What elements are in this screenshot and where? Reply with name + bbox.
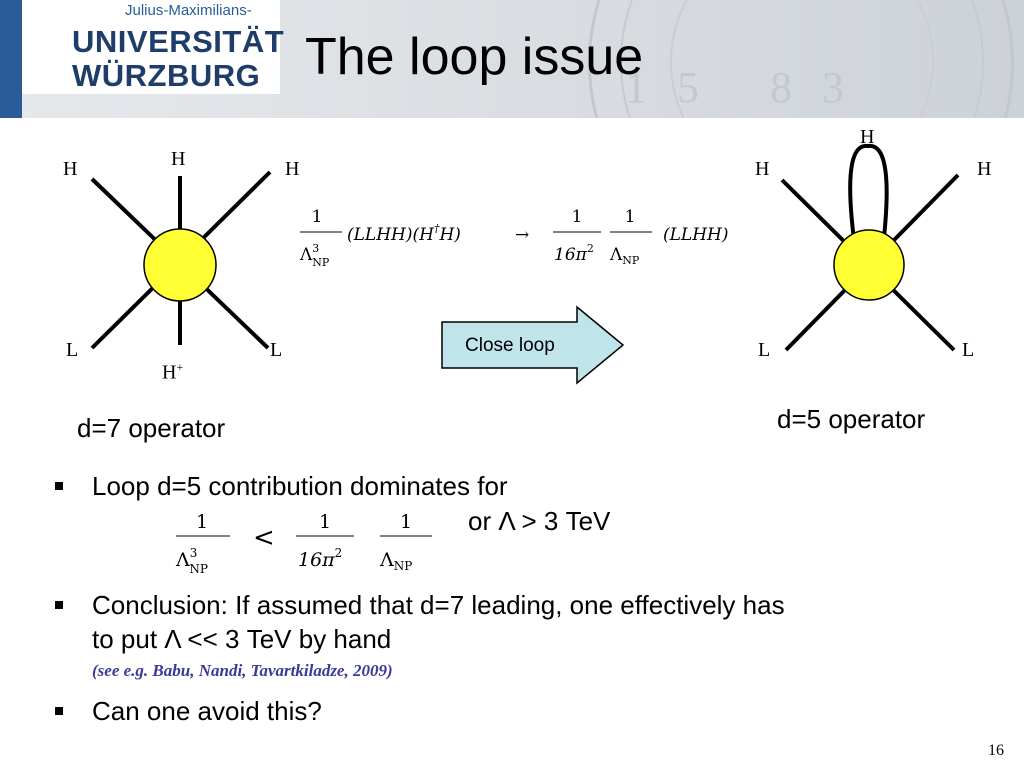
right-operator-label: d=5 operator [777, 404, 926, 434]
close-loop-label: Close loop [465, 335, 555, 356]
right-label-loop-top: H [860, 126, 875, 148]
ineq-num-3: 1 [400, 511, 412, 533]
bullet-3-text: Can one avoid this? [92, 696, 322, 726]
left-vertex-blob [143, 228, 217, 302]
formula-num-3: 1 [625, 207, 636, 227]
formula-llhh-hh: (LLHH)(H†H) [347, 222, 461, 245]
logo-side-bar [0, 0, 22, 118]
bullet-square-icon [55, 482, 63, 490]
bullet-2-line-1: Conclusion: If assumed that d=7 leading,… [92, 590, 785, 620]
left-operator-label: d=7 operator [77, 413, 226, 443]
ineq-num-1: 1 [196, 511, 208, 533]
reference-citation: (see e.g. Babu, Nandi, Tavartkiladze, 20… [92, 661, 393, 680]
formula-llhh-2: (LLHH) [663, 225, 729, 245]
left-label-top: H [171, 148, 186, 170]
formula-den-3: ΛNP [609, 245, 640, 267]
logo-subtitle: Julius-Maximilians- [125, 2, 252, 19]
bullet-2-line-2: to put Λ << 3 TeV by hand [92, 624, 392, 654]
formula-num-2: 1 [572, 207, 583, 227]
left-label-top-right: H [285, 158, 300, 180]
ineq-less-than: < [253, 523, 275, 553]
bullet-square-icon [55, 601, 63, 609]
left-label-bottom-left: L [66, 339, 79, 361]
formula-den-2: 16π2 [554, 242, 594, 265]
page-number: 16 [988, 742, 1004, 759]
university-logo: UNIVERSITÄT WÜRZBURG [22, 22, 284, 94]
ineq-den-2: 16π2 [298, 546, 342, 571]
logo-top-strip [22, 0, 280, 22]
formula-num-1: 1 [312, 207, 323, 227]
logo-line-1: UNIVERSITÄT [72, 24, 285, 59]
right-label-top-right: H [977, 158, 992, 180]
or-lambda-text: or Λ > 3 TeV [468, 506, 611, 536]
bullet-1-text: Loop d=5 contribution dominates for [92, 471, 508, 501]
bullet-square-icon [55, 707, 63, 715]
seal-ring-inner [670, 0, 934, 118]
university-seal-watermark [588, 0, 1014, 118]
left-label-bottom-text: H [162, 361, 177, 384]
right-label-bottom-left: L [758, 339, 771, 361]
formula-arrow: → [515, 225, 529, 245]
ineq-num-2: 1 [319, 511, 331, 533]
right-label-bottom-right: L [962, 339, 975, 361]
left-label-top-left: H [63, 158, 78, 180]
right-label-top-left: H [755, 158, 770, 180]
left-label-bottom-right: L [270, 339, 283, 361]
seal-ring [620, 0, 984, 118]
close-loop-arrow [441, 305, 625, 385]
logo-line-2: WÜRZBURG [72, 58, 261, 93]
seal-watermark-text: 15 83 [625, 63, 874, 112]
right-vertex-blob [833, 229, 905, 301]
slide-title: The loop issue [305, 28, 644, 86]
left-label-bottom-sup: + [176, 360, 184, 374]
left-label-bottom: H+ [162, 360, 183, 385]
ineq-den-3: ΛNP [379, 549, 412, 573]
